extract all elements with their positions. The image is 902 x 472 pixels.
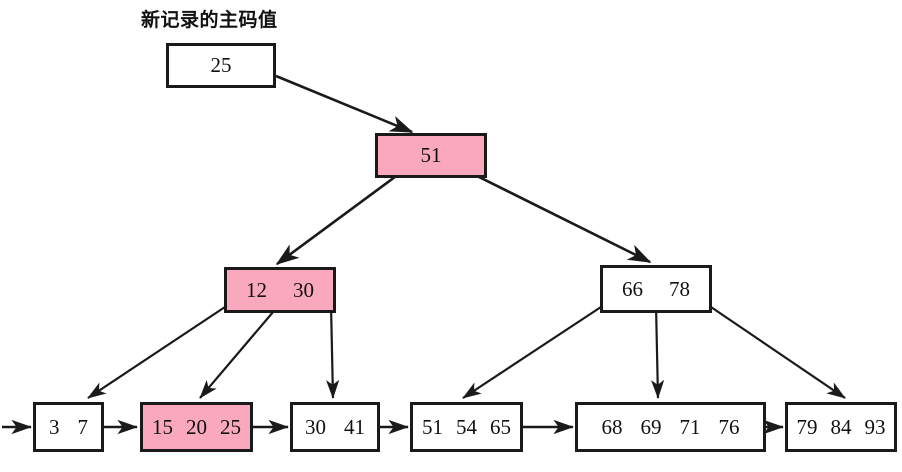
new-record-key-box: 25	[166, 43, 276, 88]
edge-internal-left-to-leaf-1	[87, 304, 229, 399]
leaf-node-5: 68 69 71 76	[575, 402, 766, 452]
edge-internal-left-to-leaf-3	[326, 304, 340, 399]
node-key: 66	[622, 276, 643, 301]
leaf-node-1: 3 7	[33, 402, 104, 452]
leaf-node-3: 30 41	[290, 402, 380, 452]
node-key: 15	[152, 414, 173, 439]
node-key: 30	[293, 277, 314, 302]
leaf-node-6: 79 84 93	[785, 402, 897, 452]
node-key: 76	[718, 414, 740, 439]
node-key: 71	[679, 414, 701, 439]
node-key: 30	[305, 414, 326, 439]
leaf-node-4: 51 54 65	[410, 402, 523, 452]
page-title: 新记录的主码值	[141, 9, 278, 31]
node-key: 79	[796, 414, 818, 439]
internal-node-right: 66 78	[600, 265, 712, 313]
node-keys: 51 54 65	[422, 414, 511, 439]
node-key: 54	[456, 414, 477, 439]
node-key: 3	[49, 414, 60, 439]
node-keys: 30 41	[305, 414, 365, 439]
node-keys: 25	[211, 55, 232, 76]
node-key: 51	[422, 414, 443, 439]
edge-internal-left-to-leaf-2	[199, 304, 280, 399]
node-key: 93	[864, 414, 886, 439]
node-keys: 15 20 25	[152, 414, 241, 439]
edge-root-to-internal-right	[460, 166, 652, 264]
node-keys: 51	[421, 145, 442, 166]
edge-newrecord-to-root	[275, 74, 414, 134]
edge-internal-right-to-leaf-6	[707, 304, 846, 399]
node-keys: 66 78	[622, 276, 690, 301]
node-key: 69	[640, 414, 662, 439]
edge-internal-right-to-leaf-5	[651, 304, 665, 399]
node-key: 7	[77, 414, 89, 439]
node-key: 84	[830, 414, 852, 439]
node-keys: 12 30	[246, 277, 314, 302]
node-key: 68	[601, 414, 623, 439]
node-key: 12	[246, 277, 267, 302]
node-key: 25	[210, 53, 232, 77]
node-key: 20	[186, 414, 207, 439]
node-keys: 68 69 71 76	[601, 414, 740, 439]
edge-root-to-internal-left	[275, 166, 408, 266]
internal-node-left: 12 30	[224, 267, 336, 313]
node-key: 41	[344, 414, 365, 439]
root-node: 51	[375, 133, 487, 178]
node-keys: 79 84 93	[796, 414, 886, 439]
node-key: 51	[420, 143, 442, 167]
node-keys: 3 7	[49, 414, 89, 439]
node-key: 25	[220, 414, 241, 439]
node-key: 78	[669, 276, 690, 301]
leaf-node-2: 15 20 25	[140, 402, 253, 452]
edge-internal-right-to-leaf-4	[462, 304, 605, 399]
node-key: 65	[490, 414, 511, 439]
